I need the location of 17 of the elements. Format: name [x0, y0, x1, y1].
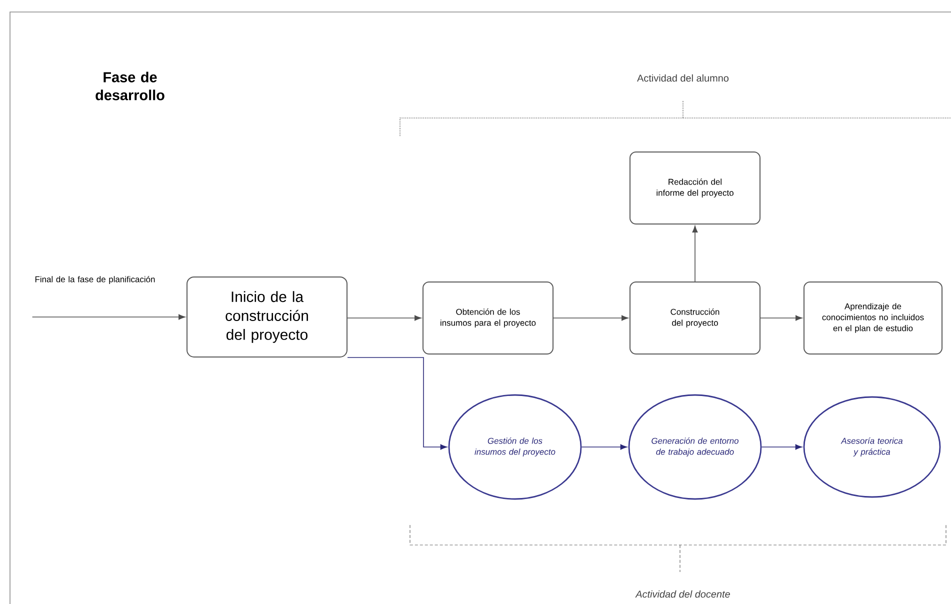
process-box: Aprendizaje de conocimientos no incluidos en el plan de estudio [804, 282, 942, 354]
arrow [761, 444, 802, 450]
group-label: Actividad del alumno [636, 73, 730, 83]
input-label: Final de la fase de planificación [35, 276, 155, 284]
start-box: Inicio de la construcción del proyecto [186, 276, 348, 358]
arrow [32, 314, 186, 320]
title: Fase de desarrollo [96, 72, 164, 100]
process-box: Obtención de los insumos para el proyecto [422, 282, 554, 354]
arrow [581, 444, 628, 450]
arrow [347, 315, 422, 321]
arrow [553, 315, 628, 321]
arrow [692, 226, 698, 282]
group-label: Actividad del docente [634, 589, 732, 599]
arrow [760, 315, 802, 321]
process-box: Construcción del proyecto [630, 282, 760, 354]
arrow [347, 357, 448, 450]
process-box: Redacción del informe del proyecto [630, 152, 760, 224]
